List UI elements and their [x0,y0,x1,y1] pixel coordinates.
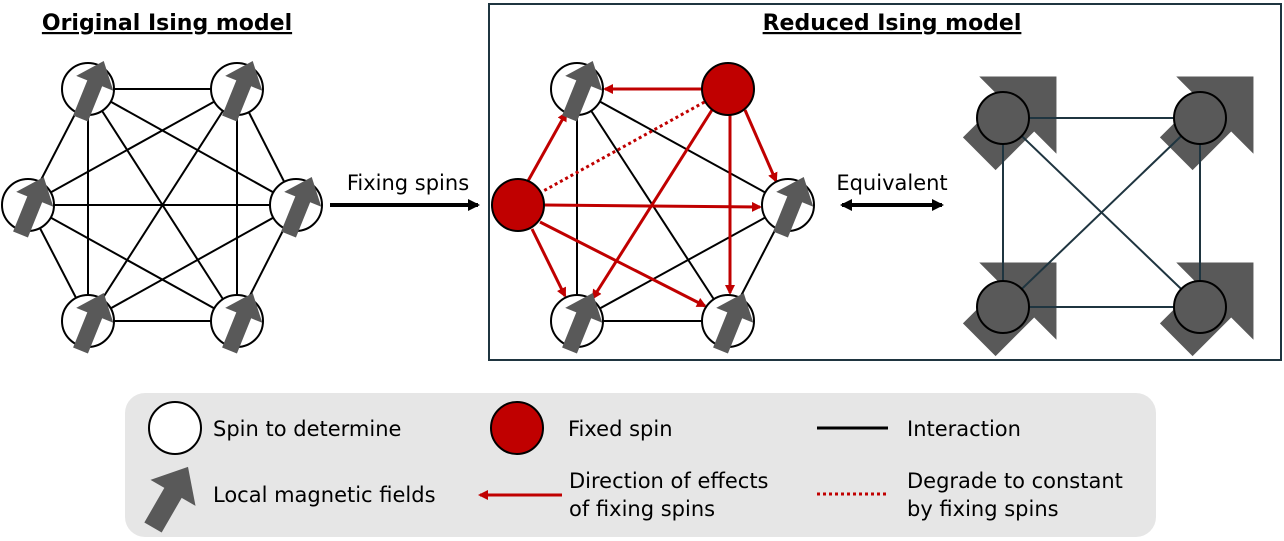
reduced-left-model [491,53,823,359]
legend-fixed-spin-icon [490,401,544,455]
effect-arrows [526,84,778,308]
reduced-title: Reduced Ising model [763,11,1022,36]
equivalent-model [962,76,1254,357]
reduced-spin-3 [550,285,612,359]
reduced-spin-4 [701,285,763,359]
legend-local-fields: Local magnetic fields [213,483,436,507]
equivalent-arrow: Equivalent [836,171,948,211]
legend-background [125,393,1156,537]
equivalent-spin-3 [976,280,1030,334]
fixing-spins-arrow: Fixing spins [330,171,480,211]
legend-fixed-spin: Fixed spin [568,417,673,441]
legend-field-arrow-icon [144,466,196,533]
equivalent-label: Equivalent [836,171,947,195]
equivalent-spin-1 [976,91,1030,145]
legend: Spin to determine Fixed spin Interaction… [125,393,1156,537]
reduced-model-box [488,3,1282,361]
legend-degrade-line2: by fixing spins [907,497,1059,521]
original-spin-4 [269,169,331,243]
original-spin-2 [210,53,272,127]
reduced-spin-2 [761,169,823,243]
fixed-spin-2 [491,178,545,232]
original-title: Original Ising model [42,11,292,36]
legend-direction-line2: of fixing spins [569,497,715,521]
original-spin-3 [1,169,63,243]
original-interactions [27,88,297,322]
legend-direction-line1: Direction of effects [569,469,769,493]
equivalent-interactions [1002,117,1201,308]
legend-interaction: Interaction [907,417,1021,441]
original-spin-5 [61,285,123,359]
equivalent-spin-2 [1173,91,1227,145]
degrade-line [517,87,729,207]
original-model [1,53,331,359]
legend-spin-icon [148,401,202,455]
fixed-spin-1 [701,62,755,116]
legend-degrade-line1: Degrade to constant [907,469,1123,493]
original-spin-1 [61,53,123,127]
equivalent-spin-4 [1173,280,1227,334]
original-spin-6 [210,285,272,359]
legend-spin-to-determine: Spin to determine [213,417,401,441]
fixing-spins-label: Fixing spins [347,171,469,195]
reduced-spin-1 [550,53,612,127]
